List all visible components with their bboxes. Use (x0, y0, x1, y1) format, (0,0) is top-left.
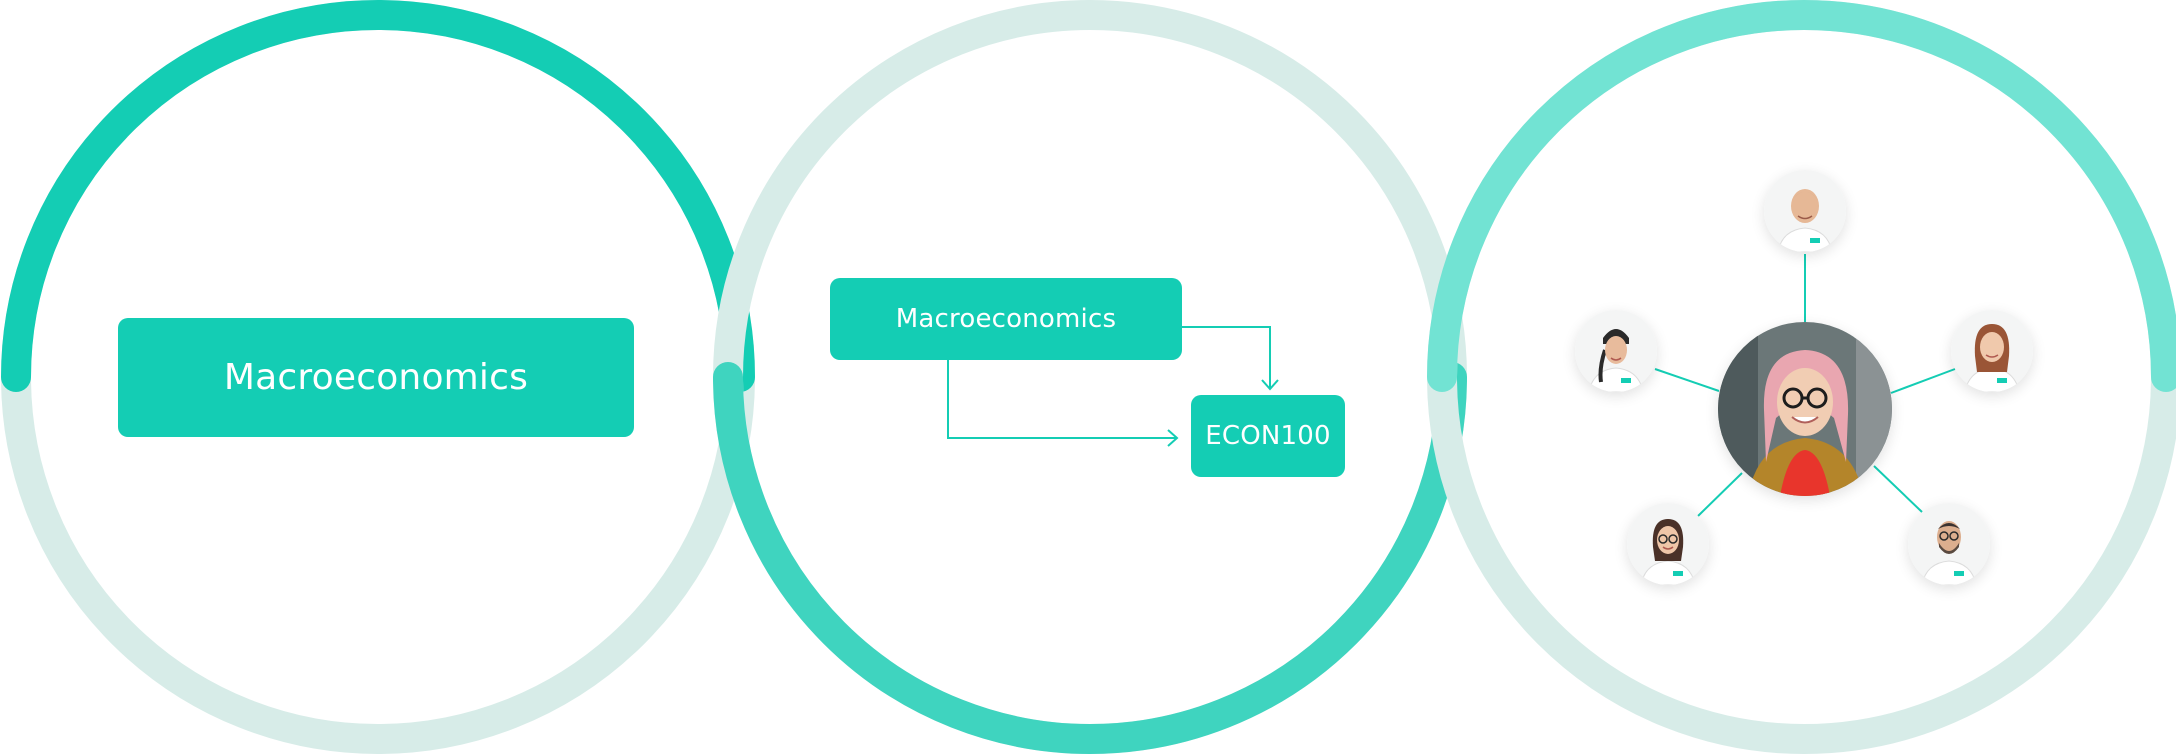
link-bottom-right (1873, 465, 1923, 513)
link-right (1890, 368, 1956, 394)
ring-1-progress (1, 0, 755, 392)
link-bottom-left (1697, 472, 1743, 517)
student-avatar (1718, 322, 1892, 496)
link-left (1654, 368, 1720, 392)
instructor-avatar-left (1575, 310, 1657, 392)
instructor-avatar-bottom-left (1627, 503, 1709, 585)
arrowhead-right (1167, 429, 1179, 447)
instructor-avatar-top (1764, 170, 1846, 252)
connector-course-to-code-top (1182, 326, 1271, 388)
course-name-box: Macroeconomics (830, 278, 1182, 360)
connector-course-to-code-bottom (947, 360, 1176, 439)
instructor-avatar-right (1951, 310, 2033, 392)
ring-2-progress (713, 362, 1467, 754)
ring-3-progress (1427, 0, 2176, 392)
course-code-box: ECON100 (1191, 395, 1345, 477)
instructor-avatar-bottom-right (1908, 503, 1990, 585)
arrowhead-down (1261, 379, 1279, 391)
course-title-box: Macroeconomics (118, 318, 634, 437)
